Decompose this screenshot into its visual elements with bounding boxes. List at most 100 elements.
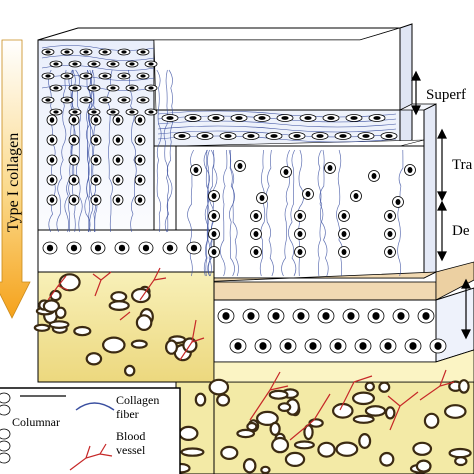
legend-collagen-fiber-swatch: [75, 402, 115, 411]
chondrocyte-nucleus: [129, 62, 135, 66]
collagen-fiber: [128, 69, 137, 233]
chondrocyte-nucleus: [118, 244, 126, 252]
collagen-fiber: [75, 69, 83, 233]
bone-pore: [33, 323, 51, 332]
legend-columnar-label: Columnar: [12, 415, 60, 429]
chondrocyte-nucleus: [93, 197, 99, 203]
chondrocyte-nucleus: [235, 116, 243, 120]
chondrocyte-nucleus: [91, 62, 97, 66]
bone-pore: [246, 421, 258, 432]
chondrocyte-nucleus: [71, 197, 77, 203]
chondrocyte-nucleus: [137, 157, 143, 163]
bone-pore: [423, 412, 440, 429]
legend-collagen-fiber-label-1: Collagen: [116, 393, 159, 407]
bone-pore: [277, 402, 292, 413]
bone-pore: [364, 381, 375, 392]
bone-pore: [293, 440, 315, 450]
chondrocyte-nucleus: [91, 110, 97, 114]
bone-pore: [54, 306, 67, 319]
chondrocyte-nucleus: [115, 197, 121, 203]
collagen-fiber: [397, 149, 404, 277]
chondrocyte-nucleus: [201, 134, 209, 138]
chondrocyte-nucleus: [347, 312, 355, 320]
chondrocyte-nucleus: [110, 62, 116, 66]
bone-pore: [308, 418, 324, 428]
chondrocyte-nucleus: [190, 244, 198, 252]
chondrocyte-nucleus: [137, 177, 143, 183]
collagen-fiber: [228, 149, 239, 277]
chondrocyte-nucleus: [121, 50, 127, 54]
chondrocyte-nucleus: [102, 74, 108, 78]
bone-pore: [48, 320, 70, 330]
collagen-fiber: [229, 149, 235, 277]
bone-pore: [271, 436, 290, 454]
collagen-fiber: [265, 149, 274, 277]
bone-pore: [269, 421, 281, 436]
chondrocyte-nucleus: [115, 177, 121, 183]
chondrocyte-nucleus: [121, 74, 127, 78]
chondrocyte-nucleus: [341, 230, 347, 238]
chondrocyte-nucleus: [45, 74, 51, 78]
chondrocyte-nucleus: [258, 116, 266, 120]
chondrocyte-nucleus: [284, 342, 292, 350]
chondrocyte-nucleus: [305, 190, 311, 198]
collagen-fiber: [56, 69, 67, 233]
chondrocyte-nucleus: [129, 110, 135, 114]
chondrocyte-nucleus: [72, 86, 78, 90]
legend-blood-vessel-label-2: vessel: [116, 443, 146, 457]
chondrocyte-nucleus: [83, 98, 89, 102]
chondrocyte-nucleus: [64, 50, 70, 54]
collagen-fiber: [84, 69, 92, 233]
chondrocyte-nucleus: [211, 192, 217, 200]
chondrocyte-nucleus: [140, 50, 146, 54]
bone-pore: [108, 300, 130, 312]
legend-columnar-swatch: [0, 392, 11, 464]
chondrocyte-nucleus: [102, 98, 108, 102]
bone-pore: [242, 458, 257, 474]
chondrocyte-nucleus: [83, 50, 89, 54]
chondrocyte-nucleus: [189, 116, 197, 120]
legend-blood-vessel-label-1: Blood: [116, 429, 145, 443]
chondrocyte-nucleus: [148, 62, 154, 66]
chondrocyte-nucleus: [259, 342, 267, 350]
chondrocyte-nucleus: [293, 134, 301, 138]
bone-pore: [335, 441, 359, 457]
chondrocyte-nucleus: [316, 134, 324, 138]
chondrocyte-nucleus: [371, 172, 377, 180]
chondrocyte-nucleus: [253, 230, 259, 238]
chondrocyte-nucleus: [148, 86, 154, 90]
bone-pore: [123, 364, 136, 377]
chondrocyte-nucleus: [339, 134, 347, 138]
bone-pore: [284, 451, 306, 467]
collagen-fiber: [41, 75, 155, 81]
bone-pore: [208, 378, 230, 396]
zone-markers: [411, 70, 471, 340]
chondrocyte-nucleus: [72, 110, 78, 114]
chondrocyte-nucleus: [115, 157, 121, 163]
chondrocyte-nucleus: [297, 230, 303, 238]
bone-pore: [260, 465, 271, 474]
collagen-fiber: [163, 69, 169, 233]
chondrocyte-nucleus: [64, 74, 70, 78]
chondrocyte-nucleus: [53, 110, 59, 114]
bone-pore: [378, 381, 391, 393]
chondrocyte-nucleus: [140, 74, 146, 78]
chondrocyte-nucleus: [70, 244, 78, 252]
bone-pore: [49, 289, 62, 302]
collagen-fiber: [86, 69, 95, 233]
bone-pore: [180, 447, 205, 457]
bone-pore: [458, 379, 470, 394]
collagen-fiber: [157, 125, 397, 133]
chondrocyte-nucleus: [334, 342, 342, 350]
trabecular-bone-pores: [33, 273, 472, 474]
chondrocyte-nucleus: [272, 312, 280, 320]
collagen-fiber: [164, 69, 174, 233]
chondrocyte-nucleus: [91, 86, 97, 90]
chondrocyte-nucleus: [407, 166, 413, 174]
collagen-fiber: [259, 149, 266, 277]
chondrocyte-nucleus: [283, 168, 289, 176]
chondrocyte-nucleus: [237, 162, 243, 170]
chondrocyte-nucleus: [94, 244, 102, 252]
type-i-collagen-label: Type I collagen: [5, 133, 22, 232]
chondrocyte-nucleus: [129, 86, 135, 90]
